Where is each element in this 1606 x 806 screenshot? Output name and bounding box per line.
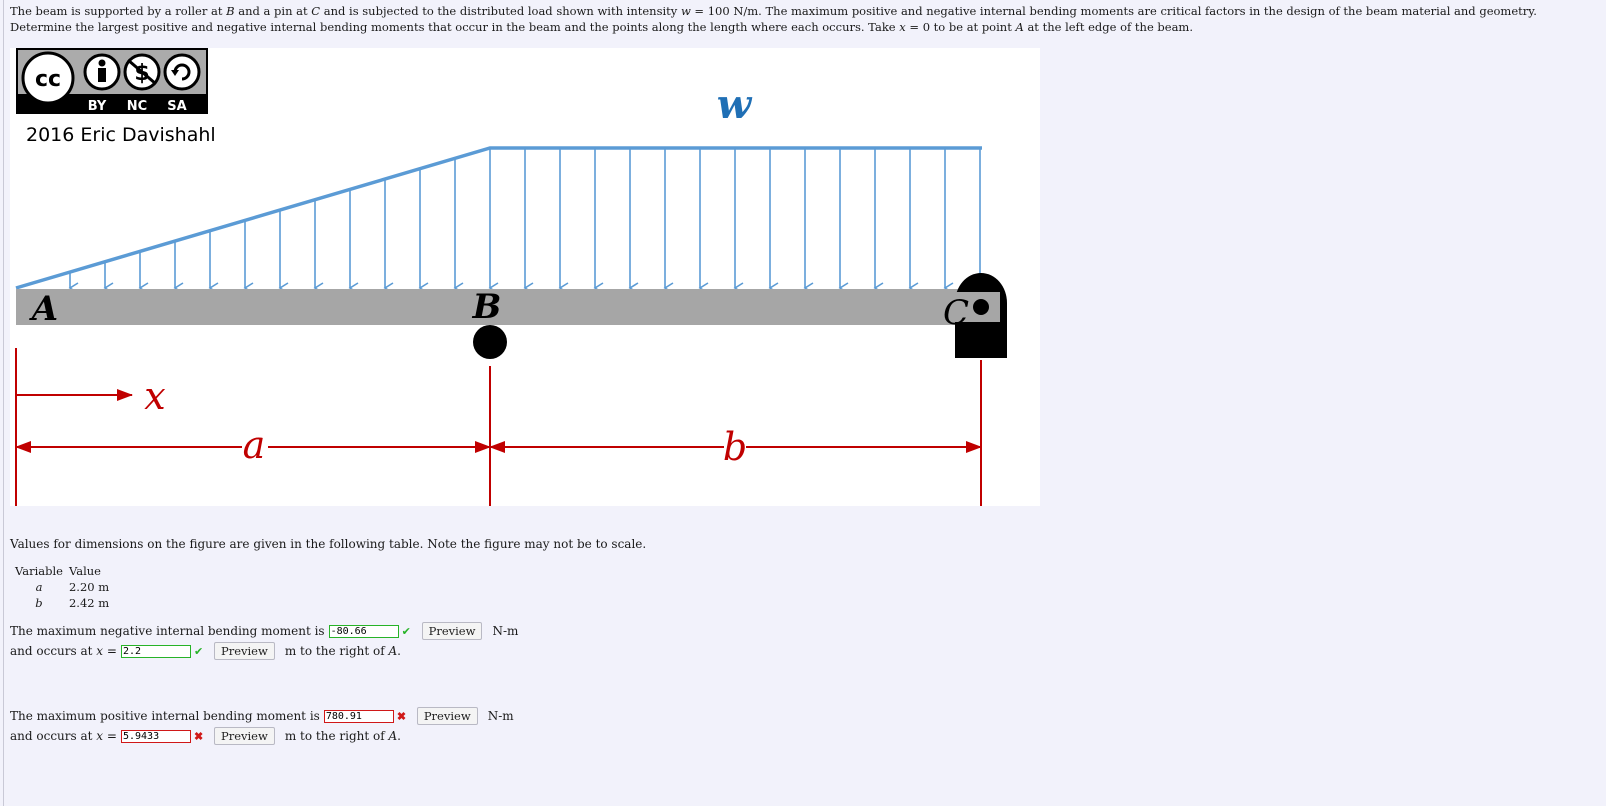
pos-moment-unit: N-m: [487, 709, 514, 723]
pos-moment-input[interactable]: [323, 709, 394, 723]
neg-location-var: x: [96, 644, 104, 658]
dimensions-table: Variable Value a 2.20 m b 2.42 m: [12, 563, 112, 611]
beam-figure: cc $ BY NC SA 2016 Eric Davishahl w A B: [10, 48, 1040, 506]
dimensions-table-header: Variable Value: [12, 563, 112, 579]
pos-moment-preview-button[interactable]: Preview: [416, 707, 478, 725]
neg-location-suffix: m to the right of: [284, 644, 385, 658]
neg-location-preview-button[interactable]: Preview: [213, 642, 275, 660]
neg-moment-input[interactable]: [328, 624, 399, 638]
point-b-label: B: [472, 287, 502, 327]
pos-location-input[interactable]: [120, 729, 191, 743]
noncommercial-slash: [127, 58, 157, 86]
pin-c: [973, 299, 989, 315]
pos-location-point: A: [388, 729, 398, 743]
sharealike-arrow: [173, 63, 191, 81]
pos-moment-prompt: The maximum positive internal bending mo…: [10, 709, 320, 723]
dim-a-label: a: [243, 423, 266, 467]
cc-license-badge: cc $ BY NC SA: [16, 48, 208, 114]
incorrect-cross-icon: ✖: [396, 709, 407, 723]
pos-location-eq: =: [106, 729, 117, 743]
header-value: Value: [68, 564, 101, 578]
beam: [16, 289, 1000, 325]
cc-icon-text: cc: [35, 67, 61, 92]
dim-b-label: b: [723, 425, 747, 469]
sharealike-arrowhead: [171, 70, 179, 76]
problem-statement: The beam is supported by a roller at B a…: [10, 4, 1537, 34]
license-sa-text: SA: [167, 99, 186, 114]
pos-location-period: .: [397, 729, 401, 743]
pos-location-var: x: [96, 729, 104, 743]
neg-moment-unit: N-m: [492, 624, 519, 638]
license-by-text: BY: [88, 99, 107, 114]
correct-check-icon: ✔: [401, 624, 411, 638]
table-row: b 2.42 m: [12, 595, 112, 611]
neg-location-eq: =: [106, 644, 117, 658]
roller-support-b: [473, 325, 507, 359]
load-envelope: [15, 146, 982, 290]
pos-moment-row: The maximum positive internal bending mo…: [10, 707, 514, 725]
beam-diagram-svg: cc $ BY NC SA 2016 Eric Davishahl w A B: [15, 48, 1007, 506]
x-axis-label: x: [144, 374, 165, 418]
pos-location-row: and occurs at x = ✖ Preview m to the rig…: [10, 727, 401, 745]
row-variable: a: [35, 580, 43, 594]
page-left-border: [3, 0, 4, 806]
pos-location-preview-button[interactable]: Preview: [213, 727, 275, 745]
cc-icon: [21, 51, 75, 105]
pos-location-suffix: m to the right of: [284, 729, 385, 743]
correct-check-icon: ✔: [193, 644, 204, 658]
table-row: a 2.20 m: [12, 579, 112, 595]
neg-moment-prompt: The maximum negative internal bending mo…: [10, 624, 325, 638]
neg-moment-row: The maximum negative internal bending mo…: [10, 622, 518, 640]
neg-location-prompt: and occurs at: [10, 644, 93, 658]
sharealike-icon: [163, 53, 201, 91]
row-value: 2.20 m: [68, 580, 110, 594]
distributed-load: [68, 148, 989, 294]
neg-location-point: A: [388, 644, 398, 658]
neg-moment-preview-button[interactable]: Preview: [421, 622, 483, 640]
row-value: 2.42 m: [68, 596, 110, 610]
neg-location-input[interactable]: [120, 644, 191, 658]
figure-credit: 2016 Eric Davishahl: [26, 124, 216, 146]
neg-location-row: and occurs at x = ✔ Preview m to the rig…: [10, 642, 401, 660]
point-c-label: C: [943, 293, 969, 333]
dimensions-note: Values for dimensions on the figure are …: [10, 537, 647, 551]
license-nc-text: NC: [127, 99, 147, 114]
load-intensity-label: w: [717, 81, 753, 128]
incorrect-cross-icon: ✖: [193, 729, 204, 743]
attribution-icon-body: [98, 68, 106, 82]
row-variable: b: [35, 596, 43, 610]
point-a-label: A: [29, 289, 58, 329]
neg-location-period: .: [397, 644, 401, 658]
pos-location-prompt: and occurs at: [10, 729, 93, 743]
header-variable: Variable: [15, 564, 63, 578]
attribution-icon-head: [98, 59, 106, 67]
